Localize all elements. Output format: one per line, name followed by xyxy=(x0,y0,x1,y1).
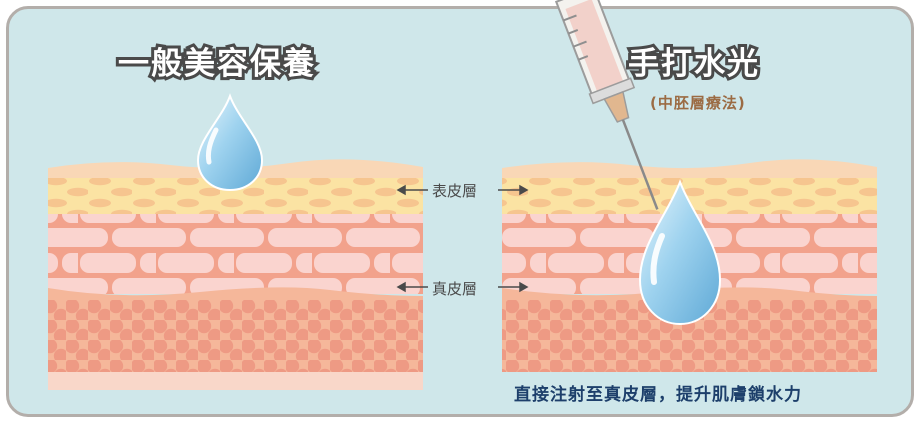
double-arrow-icon xyxy=(396,184,529,293)
epidermis-label: 表皮層 xyxy=(432,182,478,200)
right-subtitle: (中胚層療法) xyxy=(650,94,746,112)
left-title: 一般美容保養 xyxy=(115,43,317,85)
right-skin-block xyxy=(502,159,877,372)
water-drop-icon xyxy=(196,93,264,192)
syringe-icon xyxy=(554,0,659,210)
injected-water-drop-icon xyxy=(638,179,722,326)
right-caption: 直接注射至真皮層，提升肌膚鎖水力 xyxy=(514,385,802,405)
right-title: 手打水光 xyxy=(625,43,761,85)
dermis-label: 真皮層 xyxy=(432,280,478,298)
left-skin-block xyxy=(48,159,423,390)
